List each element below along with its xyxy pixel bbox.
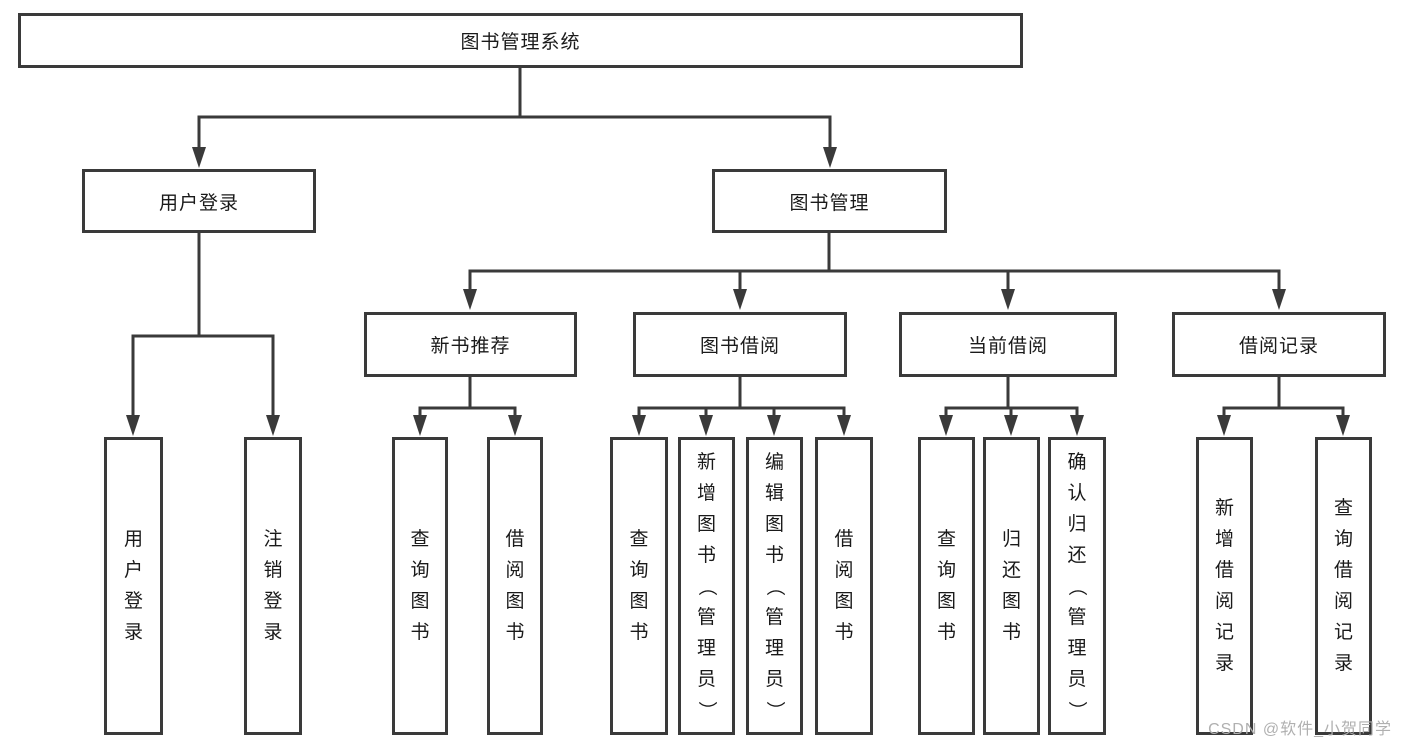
arrowhead-icon <box>1004 415 1018 436</box>
node-label: 借阅图书 <box>505 529 525 643</box>
node-label: 图书借阅 <box>699 336 780 357</box>
node-label: 新书推荐 <box>430 336 511 357</box>
arrowhead-icon <box>767 415 781 436</box>
node-leaf-logout: 注销登录 <box>244 437 302 735</box>
node-label: 当前借阅 <box>967 336 1048 357</box>
node-label: 查询图书 <box>410 529 430 643</box>
node-leaf-add-borrow-record: 新增借阅记录 <box>1196 437 1253 735</box>
node-book-borrow: 图书借阅 <box>633 312 847 377</box>
node-new-book-recommend: 新书推荐 <box>364 312 577 377</box>
node-current-borrow: 当前借阅 <box>899 312 1117 377</box>
arrowhead-icon <box>823 147 837 168</box>
arrowhead-icon <box>126 415 140 436</box>
node-borrow-records: 借阅记录 <box>1172 312 1386 377</box>
node-label: 新增借阅记录 <box>1214 498 1234 674</box>
arrowhead-icon <box>939 415 953 436</box>
node-label: 用户登录 <box>123 529 143 643</box>
node-leaf-query-borrow-record: 查询借阅记录 <box>1315 437 1372 735</box>
node-leaf-borrow-books-2: 借阅图书 <box>815 437 873 735</box>
node-label: 注销登录 <box>263 529 283 643</box>
node-leaf-return-books: 归还图书 <box>983 437 1040 735</box>
arrowhead-icon <box>837 415 851 436</box>
node-leaf-query-books-3: 查询图书 <box>918 437 975 735</box>
node-leaf-query-books-2: 查询图书 <box>610 437 668 735</box>
arrowhead-icon <box>733 289 747 310</box>
csdn-watermark: CSDN @软件_小贺同学 <box>1208 721 1392 738</box>
node-user-login: 用户登录 <box>82 169 316 233</box>
node-label: 用户登录 <box>158 192 239 214</box>
arrowhead-icon <box>192 147 206 168</box>
connector-path <box>1222 377 1345 417</box>
node-label: 查询借阅记录 <box>1333 498 1353 674</box>
node-label: 图书管理系统 <box>460 32 581 53</box>
node-label: 编辑图书（管理员） <box>763 451 785 720</box>
node-leaf-edit-books-admin: 编辑图书（管理员） <box>746 437 803 735</box>
arrowhead-icon <box>1336 415 1350 436</box>
arrowhead-icon <box>463 289 477 310</box>
connector-path <box>197 68 832 150</box>
arrowhead-icon <box>1070 415 1084 436</box>
arrowhead-icon <box>632 415 646 436</box>
connector-path <box>468 233 1281 290</box>
arrowhead-icon <box>1001 289 1015 310</box>
connector-path <box>418 377 517 417</box>
connector-path <box>637 377 846 417</box>
node-leaf-confirm-return-admin: 确认归还（管理员） <box>1048 437 1106 735</box>
connector-path <box>944 377 1079 417</box>
node-label: 借阅图书 <box>834 529 854 643</box>
node-library-management-system: 图书管理系统 <box>18 13 1023 68</box>
arrowhead-icon <box>266 415 280 436</box>
arrowhead-icon <box>413 415 427 436</box>
node-label: 新增图书（管理员） <box>695 451 717 720</box>
arrowhead-icon <box>508 415 522 436</box>
node-leaf-query-books-1: 查询图书 <box>392 437 448 735</box>
node-leaf-add-books-admin: 新增图书（管理员） <box>678 437 735 735</box>
node-leaf-borrow-books-1: 借阅图书 <box>487 437 543 735</box>
node-book-management: 图书管理 <box>712 169 947 233</box>
node-label: 借阅记录 <box>1238 336 1319 357</box>
node-label: 查询图书 <box>936 529 956 643</box>
node-label: 图书管理 <box>789 192 870 214</box>
arrowhead-icon <box>1272 289 1286 310</box>
arrowhead-icon <box>699 415 713 436</box>
node-label: 归还图书 <box>1001 529 1021 643</box>
connector-path <box>131 233 275 418</box>
node-label: 确认归还（管理员） <box>1066 451 1088 720</box>
node-label: 查询图书 <box>629 529 649 643</box>
node-leaf-user-login: 用户登录 <box>104 437 163 735</box>
arrowhead-icon <box>1217 415 1231 436</box>
